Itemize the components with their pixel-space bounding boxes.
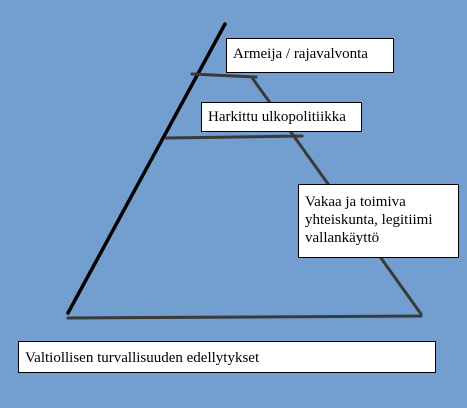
base-label: Valtiollisen turvallisuuden edellytykset (18, 341, 436, 373)
level-label-line: vallankäyttö (305, 230, 380, 246)
pyramid-base-line (66, 314, 423, 320)
level-label-foreign-policy: Harkittu ulkopolitiikka (201, 102, 362, 132)
level-label-army-border-control: Armeija / rajavalvonta (226, 38, 394, 73)
pyramid-divider-middle (164, 134, 304, 140)
level-label-line: Vakaa ja toimiva (305, 194, 406, 210)
pyramid-divider-top (190, 72, 258, 79)
pyramid-left-edge (66, 22, 227, 315)
level-label-line: Harkittu ulkopolitiikka (208, 109, 346, 125)
level-label-line: Armeija / rajavalvonta (233, 46, 368, 62)
base-label-text: Valtiollisen turvallisuuden edellytykset (25, 350, 260, 366)
level-label-line: yhteiskunta, legitiimi (305, 212, 433, 228)
level-label-stable-society: Vakaa ja toimiva yhteiskunta, legitiimi … (298, 184, 459, 258)
